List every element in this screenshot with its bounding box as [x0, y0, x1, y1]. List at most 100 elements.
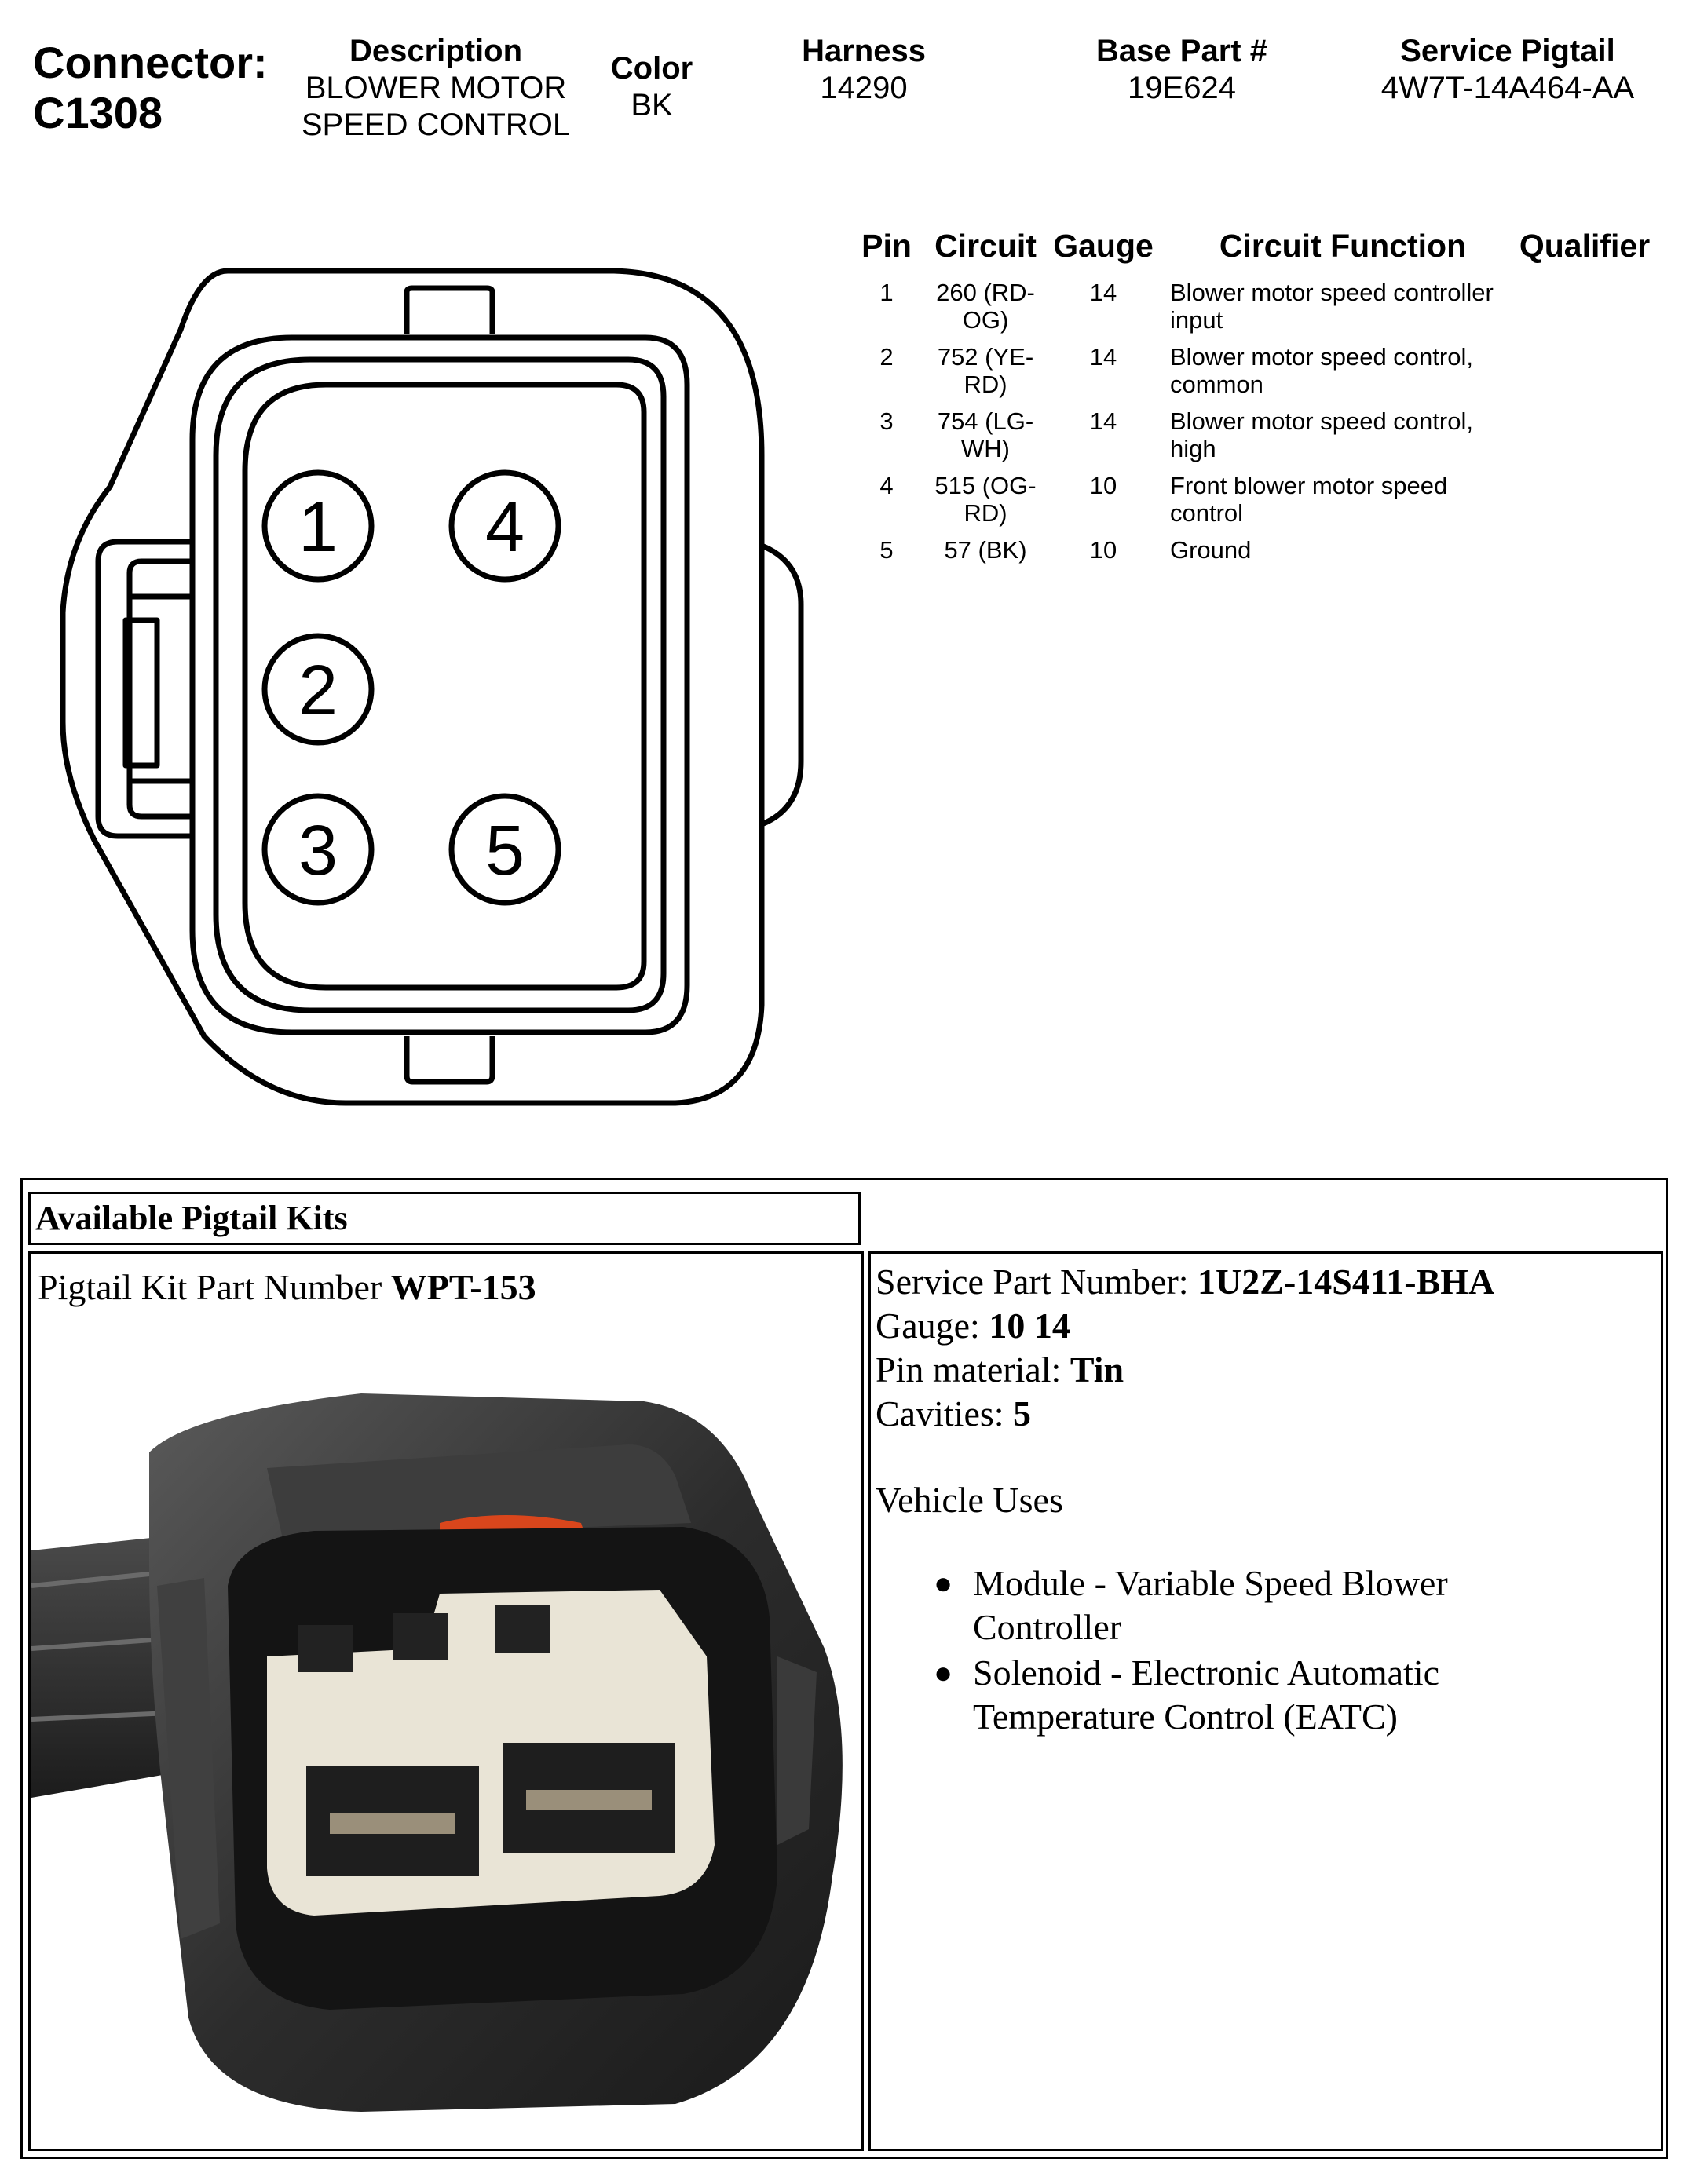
pin-material-line: Pin material: Tin	[876, 1348, 1661, 1392]
cavities-line: Cavities: 5	[876, 1392, 1661, 1436]
cell-gauge: 10	[1089, 472, 1117, 499]
pigtail-details-cell: Service Part Number: 1U2Z-14S411-BHA Gau…	[868, 1251, 1663, 2151]
vehicle-use-line1: Module - Variable Speed Blower	[973, 1563, 1448, 1603]
pin-material-value: Tin	[1070, 1349, 1124, 1390]
color-label: Color	[610, 51, 693, 86]
table-row: 1 260 (RD-OG) 14 Blower motor speed cont…	[854, 279, 1654, 343]
vehicle-uses-title: Vehicle Uses	[876, 1480, 1063, 1520]
harness-column: Harness 14290	[770, 33, 958, 107]
list-item: ● Module - Variable Speed Blower Control…	[934, 1561, 1661, 1649]
description-line2: SPEED CONTROL	[301, 108, 571, 142]
pin-circle-4	[448, 469, 561, 583]
service-part-line: Service Part Number: 1U2Z-14S411-BHA	[876, 1260, 1661, 1304]
base-part-value: 19E624	[1128, 71, 1236, 105]
cell-qualifier	[1516, 279, 1654, 343]
kit-part-value: WPT-153	[390, 1267, 536, 1307]
left-latch-mid	[126, 558, 192, 820]
color-value: BK	[631, 88, 673, 122]
connector-cavity	[242, 382, 647, 991]
pigtail-kits-title: Available Pigtail Kits	[28, 1192, 861, 1245]
pin-label-3: 3	[298, 812, 338, 890]
cell-pin: 3	[879, 407, 894, 435]
pigtail-kit-photo-cell	[28, 1251, 864, 2151]
vehicle-uses-list: ● Module - Variable Speed Blower Control…	[876, 1561, 1661, 1739]
cell-qualifier	[1516, 343, 1654, 407]
pin-circle-1	[261, 469, 375, 583]
cell-pin: 1	[879, 279, 894, 306]
service-pigtail-label: Service Pigtail	[1400, 34, 1615, 68]
cell-pin: 5	[879, 536, 894, 564]
cell-circuit: 260 (RD-OG)	[936, 279, 1035, 334]
pin-table: Pin Circuit Gauge Circuit Function Quali…	[854, 228, 1654, 573]
list-item: ● Solenoid - Electronic Automatic Temper…	[934, 1651, 1661, 1739]
col-header-circuit: Circuit	[934, 228, 1037, 264]
cell-qualifier	[1516, 407, 1654, 472]
description-label: Description	[349, 34, 523, 68]
cell-gauge: 10	[1089, 536, 1117, 564]
gauge-line: Gauge: 10 14	[876, 1304, 1661, 1348]
vehicle-use-line1: Solenoid - Electronic Automatic	[973, 1653, 1440, 1693]
bottom-key-tab	[404, 1036, 495, 1085]
bullet-icon: ●	[934, 1565, 953, 1601]
pin-label-4: 4	[485, 488, 525, 567]
table-row: 2 752 (YE-RD) 14 Blower motor speed cont…	[854, 343, 1654, 407]
cell-function: Blower motor speed control, high	[1170, 407, 1473, 462]
description-line1: BLOWER MOTOR	[305, 71, 567, 105]
cell-circuit: 57 (BK)	[944, 536, 1027, 564]
left-latch-window	[122, 617, 160, 769]
right-latch-bump	[760, 542, 804, 827]
pin-label-2: 2	[298, 652, 338, 730]
pigtail-kits-box	[20, 1178, 1668, 2159]
pigtail-connector-photo	[31, 1393, 843, 2112]
cell-function: Blower motor speed control, common	[1170, 343, 1473, 398]
cell-qualifier	[1516, 472, 1654, 536]
table-row: 5 57 (BK) 10 Ground	[854, 536, 1654, 573]
pin-material-label: Pin material:	[876, 1349, 1062, 1390]
cell-function: Front blower motor speed control	[1170, 472, 1448, 527]
gauge-label: Gauge:	[876, 1306, 980, 1346]
cell-pin: 2	[879, 343, 894, 371]
kit-part-label: Pigtail Kit Part Number	[38, 1267, 382, 1307]
vehicle-use-line2: Controller	[973, 1607, 1122, 1647]
cell-pin: 4	[879, 472, 894, 499]
color-column: Color BK	[581, 50, 722, 124]
connector-inner-outline-1	[189, 334, 690, 1035]
cell-gauge: 14	[1089, 279, 1117, 306]
connector-title: Connector: C1308	[33, 38, 268, 138]
cavities-value: 5	[1013, 1393, 1032, 1433]
pin-label-1: 1	[298, 488, 338, 567]
table-row: 4 515 (OG-RD) 10 Front blower motor spee…	[854, 472, 1654, 536]
pigtail-kit-part-number: Pigtail Kit Part Number WPT-153	[38, 1265, 536, 1309]
connector-inner-outline-2	[213, 356, 667, 1013]
col-header-function: Circuit Function	[1219, 228, 1467, 264]
left-latch-outer	[95, 539, 192, 839]
cell-circuit: 515 (OG-RD)	[934, 472, 1037, 527]
harness-label: Harness	[802, 34, 926, 68]
pin-label-5: 5	[485, 812, 525, 890]
cell-function: Ground	[1170, 536, 1252, 564]
base-part-column: Base Part # 19E624	[1068, 33, 1296, 107]
service-part-label: Service Part Number:	[876, 1262, 1189, 1302]
description-column: Description BLOWER MOTOR SPEED CONTROL	[283, 33, 589, 144]
base-part-label: Base Part #	[1096, 34, 1267, 68]
connector-label: Connector:	[33, 38, 268, 87]
top-key-tab	[404, 285, 495, 334]
cell-circuit: 752 (YE-RD)	[937, 343, 1034, 398]
connector-face-diagram: 1 2 3 4 5	[60, 268, 804, 1106]
table-row: 3 754 (LG-WH) 14 Blower motor speed cont…	[854, 407, 1654, 472]
service-part-value: 1U2Z-14S411-BHA	[1198, 1262, 1495, 1302]
cell-function: Blower motor speed controller input	[1170, 279, 1494, 334]
col-header-pin: Pin	[861, 228, 912, 264]
cell-gauge: 14	[1089, 343, 1117, 371]
pin-table-header: Pin Circuit Gauge Circuit Function Quali…	[854, 228, 1654, 279]
harness-value: 14290	[820, 71, 908, 105]
vehicle-use-line2: Temperature Control (EATC)	[973, 1696, 1398, 1737]
col-header-qualifier: Qualifier	[1519, 228, 1651, 264]
cell-gauge: 14	[1089, 407, 1117, 435]
cavities-label: Cavities:	[876, 1393, 1004, 1433]
bullet-icon: ●	[934, 1655, 953, 1690]
pin-circle-2	[261, 633, 375, 746]
cell-circuit: 754 (LG-WH)	[937, 407, 1034, 462]
service-pigtail-column: Service Pigtail 4W7T-14A464-AA	[1351, 33, 1665, 107]
col-header-gauge: Gauge	[1053, 228, 1154, 264]
